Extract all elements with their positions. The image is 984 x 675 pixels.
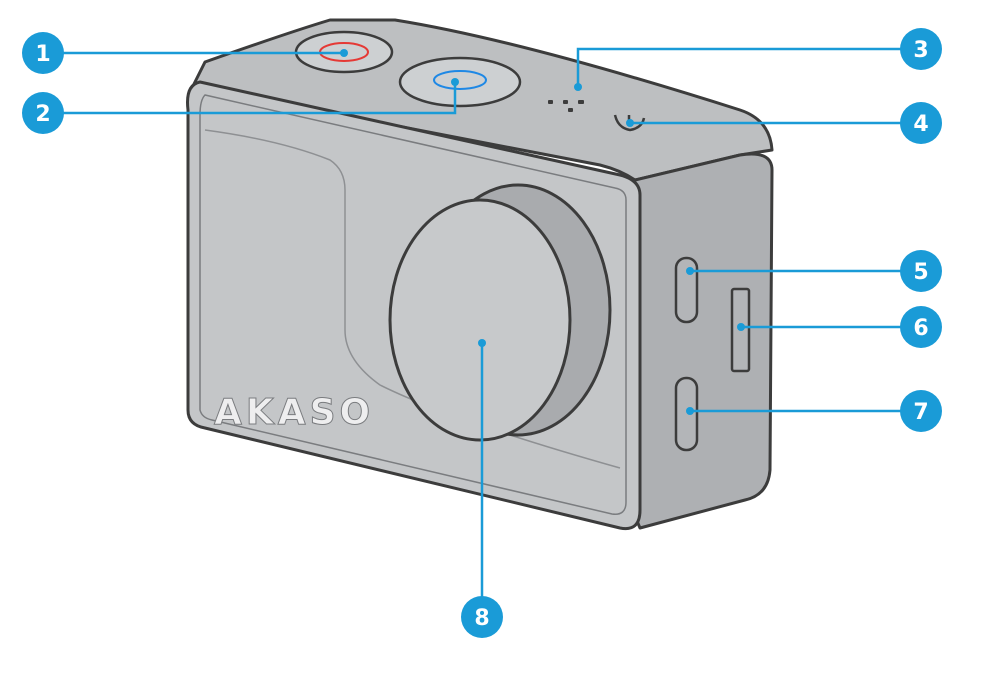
callout-4: 4 — [900, 102, 942, 144]
camera-side-surface — [630, 152, 774, 530]
callout-7: 7 — [900, 390, 942, 432]
callout-6: 6 — [900, 306, 942, 348]
callout-1: 1 — [22, 32, 64, 74]
front-bezel-inner — [199, 94, 627, 515]
leader-line-2 — [60, 82, 457, 115]
callout-3-number: 3 — [913, 38, 928, 63]
lens-cap — [388, 198, 572, 442]
micro-hdmi-port[interactable] — [674, 376, 699, 452]
leader-dots — [340, 49, 745, 415]
callout-2: 2 — [22, 92, 64, 134]
callout-5-number: 5 — [913, 260, 928, 285]
leader-lines — [60, 47, 918, 615]
micro-usb-port[interactable] — [674, 256, 699, 324]
callout-2-number: 2 — [35, 102, 50, 127]
callout-8: 8 — [461, 596, 503, 638]
lens — [388, 183, 612, 442]
callout-4-number: 4 — [913, 112, 928, 137]
callout-7-number: 7 — [913, 400, 928, 425]
leader-line-3 — [576, 47, 918, 87]
callout-1-number: 1 — [35, 42, 50, 67]
brand-logo: AKASO — [214, 392, 374, 433]
callout-5: 5 — [900, 250, 942, 292]
power-button-ring — [433, 70, 487, 90]
callout-3: 3 — [900, 28, 942, 70]
power-button[interactable] — [398, 56, 522, 108]
callout-8-number: 8 — [474, 606, 489, 631]
speaker-holes — [548, 100, 584, 112]
callout-6-number: 6 — [913, 316, 928, 341]
